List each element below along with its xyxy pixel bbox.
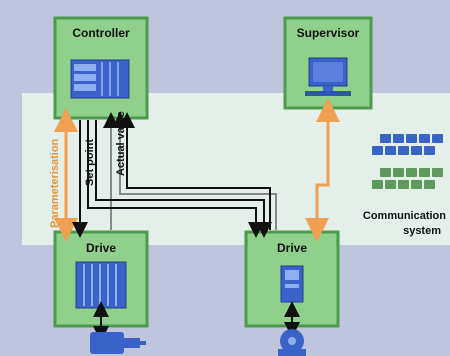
drive-right-title: Drive xyxy=(277,241,307,255)
actual-value-label: Actual value xyxy=(115,111,127,176)
setpoint-line-right-2 xyxy=(87,120,264,238)
communication-system-label-line1: Communication xyxy=(363,210,446,222)
drive-left-title: Drive xyxy=(86,241,116,255)
communication-system-label-line2: system xyxy=(403,225,441,237)
monitor-icon xyxy=(305,57,351,96)
parameterisation-label: Parameterisation xyxy=(49,138,61,228)
actual-value-line-right xyxy=(112,112,277,230)
network-icon-upper xyxy=(372,134,443,155)
set-point-label: Set point xyxy=(84,139,96,186)
motor-left-icon xyxy=(90,301,146,354)
setpoint-line-right xyxy=(95,120,272,238)
controller-plc-icon xyxy=(70,59,130,99)
motor-right-icon xyxy=(278,301,306,356)
drive-left-device-icon xyxy=(75,261,127,309)
controller-title: Controller xyxy=(72,26,130,40)
network-icon-lower xyxy=(372,168,443,189)
actual-value-line-right-2 xyxy=(119,112,271,230)
supervisor-drive-link xyxy=(305,98,340,242)
drive-right-device-icon xyxy=(280,265,304,303)
supervisor-title: Supervisor xyxy=(297,26,360,40)
